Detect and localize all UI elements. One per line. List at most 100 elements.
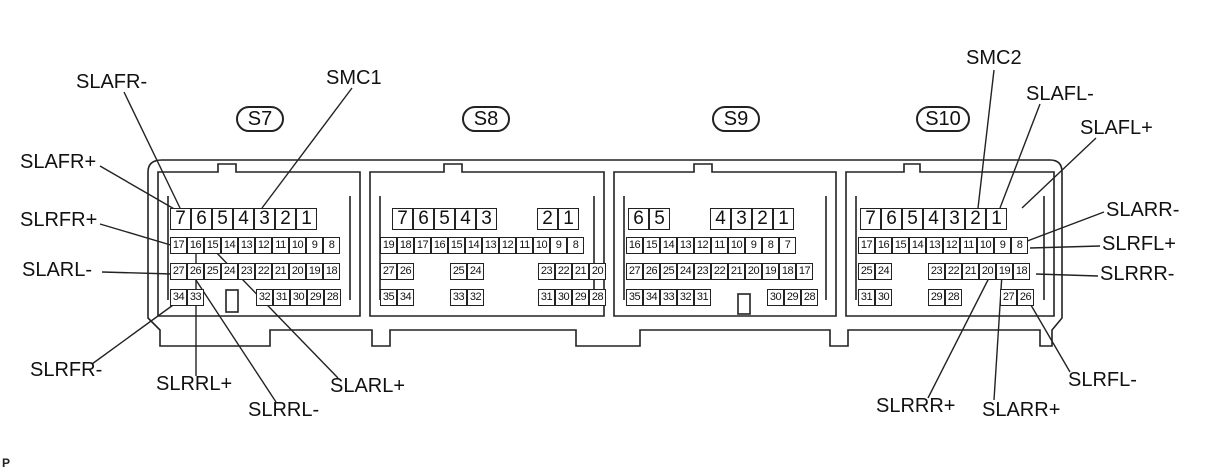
label-slarr-plus: SLARR+ bbox=[982, 399, 1061, 421]
pin-s10-6: 6 bbox=[881, 208, 902, 230]
connector-badge-s7: S7 bbox=[236, 106, 284, 132]
label-slafr-minus: SLAFR- bbox=[76, 71, 148, 93]
pin-s8-15: 15 bbox=[448, 237, 465, 254]
pin-s8-21: 21 bbox=[572, 263, 589, 280]
pin-s8-13: 13 bbox=[482, 237, 499, 254]
label-slrrl-plus: SLRRL+ bbox=[156, 373, 233, 395]
pin-s10-20: 20 bbox=[979, 263, 996, 280]
pin-s8-14: 14 bbox=[465, 237, 482, 254]
pin-s9-5: 5 bbox=[649, 208, 670, 230]
pin-s9-32: 32 bbox=[677, 289, 694, 306]
pin-s7-28: 28 bbox=[324, 289, 341, 306]
pin-s9-9: 9 bbox=[745, 237, 762, 254]
label-slrfr-plus: SLRFR+ bbox=[20, 209, 98, 231]
pin-s10-29: 29 bbox=[928, 289, 945, 306]
pin-s9-3: 3 bbox=[731, 208, 752, 230]
pin-s8-7: 7 bbox=[392, 208, 413, 230]
pin-s8-12: 12 bbox=[499, 237, 516, 254]
pin-s8-31: 31 bbox=[538, 289, 555, 306]
pin-s10-13: 13 bbox=[926, 237, 943, 254]
pin-s9-19: 19 bbox=[762, 263, 779, 280]
pin-s10-3: 3 bbox=[944, 208, 965, 230]
pin-s10-26: 26 bbox=[1017, 289, 1034, 306]
leader-line-slafr-minus bbox=[123, 91, 181, 209]
pin-s7-7: 7 bbox=[170, 208, 191, 230]
pin-s9-11: 11 bbox=[711, 237, 728, 254]
leader-line-slrrl-minus bbox=[191, 273, 277, 403]
pin-s10-18: 18 bbox=[1013, 263, 1030, 280]
pin-s9-22: 22 bbox=[711, 263, 728, 280]
pin-s10-12: 12 bbox=[943, 237, 960, 254]
pin-s9-18: 18 bbox=[779, 263, 796, 280]
pin-s9-29: 29 bbox=[784, 289, 801, 306]
pin-s10-31: 31 bbox=[858, 289, 875, 306]
connector-badge-s9: S9 bbox=[712, 106, 760, 132]
leader-line-slrrr-plus bbox=[927, 271, 993, 399]
pin-s10-7: 7 bbox=[860, 208, 881, 230]
pin-s10-8: 8 bbox=[1011, 237, 1028, 254]
pin-s10-9: 9 bbox=[994, 237, 1011, 254]
pin-s10-1: 1 bbox=[986, 208, 1007, 230]
pin-s7-12: 12 bbox=[255, 237, 272, 254]
pin-s10-2: 2 bbox=[965, 208, 986, 230]
pin-s7-2: 2 bbox=[275, 208, 296, 230]
leader-line-slrfl-minus bbox=[1027, 299, 1071, 373]
pin-s8-23: 23 bbox=[538, 263, 555, 280]
pin-s7-33: 33 bbox=[187, 289, 204, 306]
pin-s10-10: 10 bbox=[977, 237, 994, 254]
pin-s7-16: 16 bbox=[187, 237, 204, 254]
label-slafl-plus: SLAFL+ bbox=[1080, 117, 1153, 139]
pin-s10-28: 28 bbox=[945, 289, 962, 306]
pin-s7-8: 8 bbox=[323, 237, 340, 254]
pin-s8-26: 26 bbox=[397, 263, 414, 280]
pin-s10-30: 30 bbox=[875, 289, 892, 306]
pin-s9-21: 21 bbox=[728, 263, 745, 280]
pin-s10-23: 23 bbox=[928, 263, 945, 280]
leader-line-slafl-plus bbox=[1021, 137, 1097, 209]
pin-s10-5: 5 bbox=[902, 208, 923, 230]
leader-line-smc2 bbox=[977, 69, 995, 209]
pin-s8-17: 17 bbox=[414, 237, 431, 254]
label-slrrr-minus: SLRRR- bbox=[1100, 263, 1175, 285]
pin-s8-35: 35 bbox=[380, 289, 397, 306]
pin-s8-19: 19 bbox=[380, 237, 397, 254]
leader-line-slrfr-minus bbox=[91, 299, 181, 365]
label-slarr-minus: SLARR- bbox=[1106, 199, 1180, 221]
pin-s10-14: 14 bbox=[909, 237, 926, 254]
label-slrrr-plus: SLRRR+ bbox=[876, 395, 956, 417]
pin-s8-27: 27 bbox=[380, 263, 397, 280]
latch-s7 bbox=[225, 289, 239, 313]
pin-s7-24: 24 bbox=[221, 263, 238, 280]
pin-s9-26: 26 bbox=[643, 263, 660, 280]
pin-s8-6: 6 bbox=[413, 208, 434, 230]
pin-s10-21: 21 bbox=[962, 263, 979, 280]
pin-s8-33: 33 bbox=[450, 289, 467, 306]
pin-s9-2: 2 bbox=[752, 208, 773, 230]
leader-line-slrfr-plus bbox=[99, 223, 175, 247]
pin-s7-13: 13 bbox=[238, 237, 255, 254]
pin-s8-30: 30 bbox=[555, 289, 572, 306]
pin-s7-14: 14 bbox=[221, 237, 238, 254]
leader-line-slrrr-minus bbox=[1035, 273, 1099, 277]
pin-s7-17: 17 bbox=[170, 237, 187, 254]
pin-s10-25: 25 bbox=[858, 263, 875, 280]
leader-line-slafl-minus bbox=[999, 103, 1041, 209]
pin-s9-17: 17 bbox=[796, 263, 813, 280]
pin-s9-14: 14 bbox=[660, 237, 677, 254]
pin-s7-31: 31 bbox=[273, 289, 290, 306]
pin-s7-32: 32 bbox=[256, 289, 273, 306]
pin-s9-31: 31 bbox=[694, 289, 711, 306]
pin-s9-6: 6 bbox=[628, 208, 649, 230]
housing-section-s8 bbox=[369, 163, 605, 317]
pin-s8-28: 28 bbox=[589, 289, 606, 306]
leader-line-slarr-minus bbox=[1013, 211, 1105, 247]
pin-s8-10: 10 bbox=[533, 237, 550, 254]
pin-s7-10: 10 bbox=[289, 237, 306, 254]
label-slrfl-minus: SLRFL- bbox=[1068, 369, 1137, 391]
pin-s7-4: 4 bbox=[233, 208, 254, 230]
pin-s10-24: 24 bbox=[875, 263, 892, 280]
pin-s9-35: 35 bbox=[626, 289, 643, 306]
pin-s8-4: 4 bbox=[455, 208, 476, 230]
label-smc2: SMC2 bbox=[966, 47, 1022, 69]
pin-s7-22: 22 bbox=[255, 263, 272, 280]
